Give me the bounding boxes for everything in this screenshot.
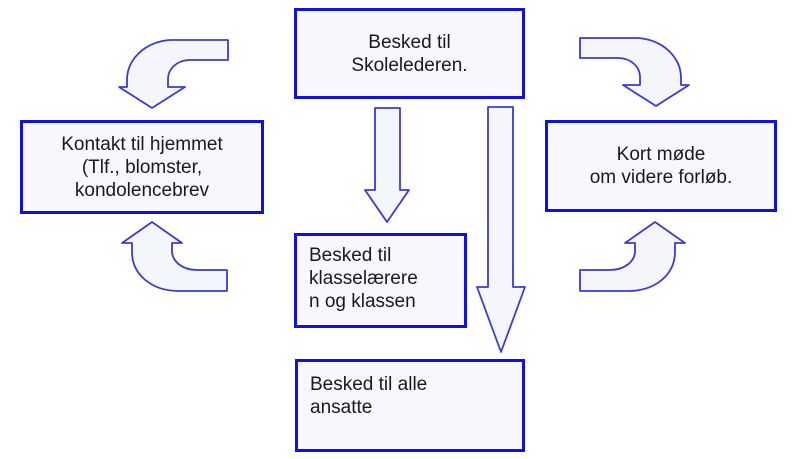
node-besked-til-skolelederen-label: Besked til Skolelederen. — [351, 31, 468, 76]
node-kontakt-til-hjemmet-label: Kontakt til hjemmet (Tlf., blomster, kon… — [61, 133, 223, 201]
curved-arrow-bottom-right — [579, 221, 686, 292]
curved-arrow-bottom-left — [121, 221, 228, 292]
curved-arrow-top-left — [118, 39, 229, 109]
node-besked-til-skolelederen: Besked til Skolelederen. — [294, 8, 525, 99]
curved-arrow-top-right — [579, 37, 690, 107]
node-besked-til-klasselaereren: Besked til klasselærere n og klassen — [294, 233, 467, 328]
straight-arrow-to-teachers — [364, 107, 410, 223]
node-besked-til-alle-ansatte: Besked til alle ansatte — [295, 359, 525, 452]
node-kort-moede-label: Kort møde om videre forløb. — [589, 144, 733, 188]
node-besked-til-klasselaereren-label: Besked til klasselærere n og klassen — [309, 245, 418, 312]
node-kort-moede: Kort møde om videre forløb. — [545, 120, 777, 212]
straight-arrow-to-staff — [476, 106, 526, 353]
node-besked-til-alle-ansatte-label: Besked til alle ansatte — [310, 374, 428, 418]
node-kontakt-til-hjemmet: Kontakt til hjemmet (Tlf., blomster, kon… — [20, 120, 264, 214]
